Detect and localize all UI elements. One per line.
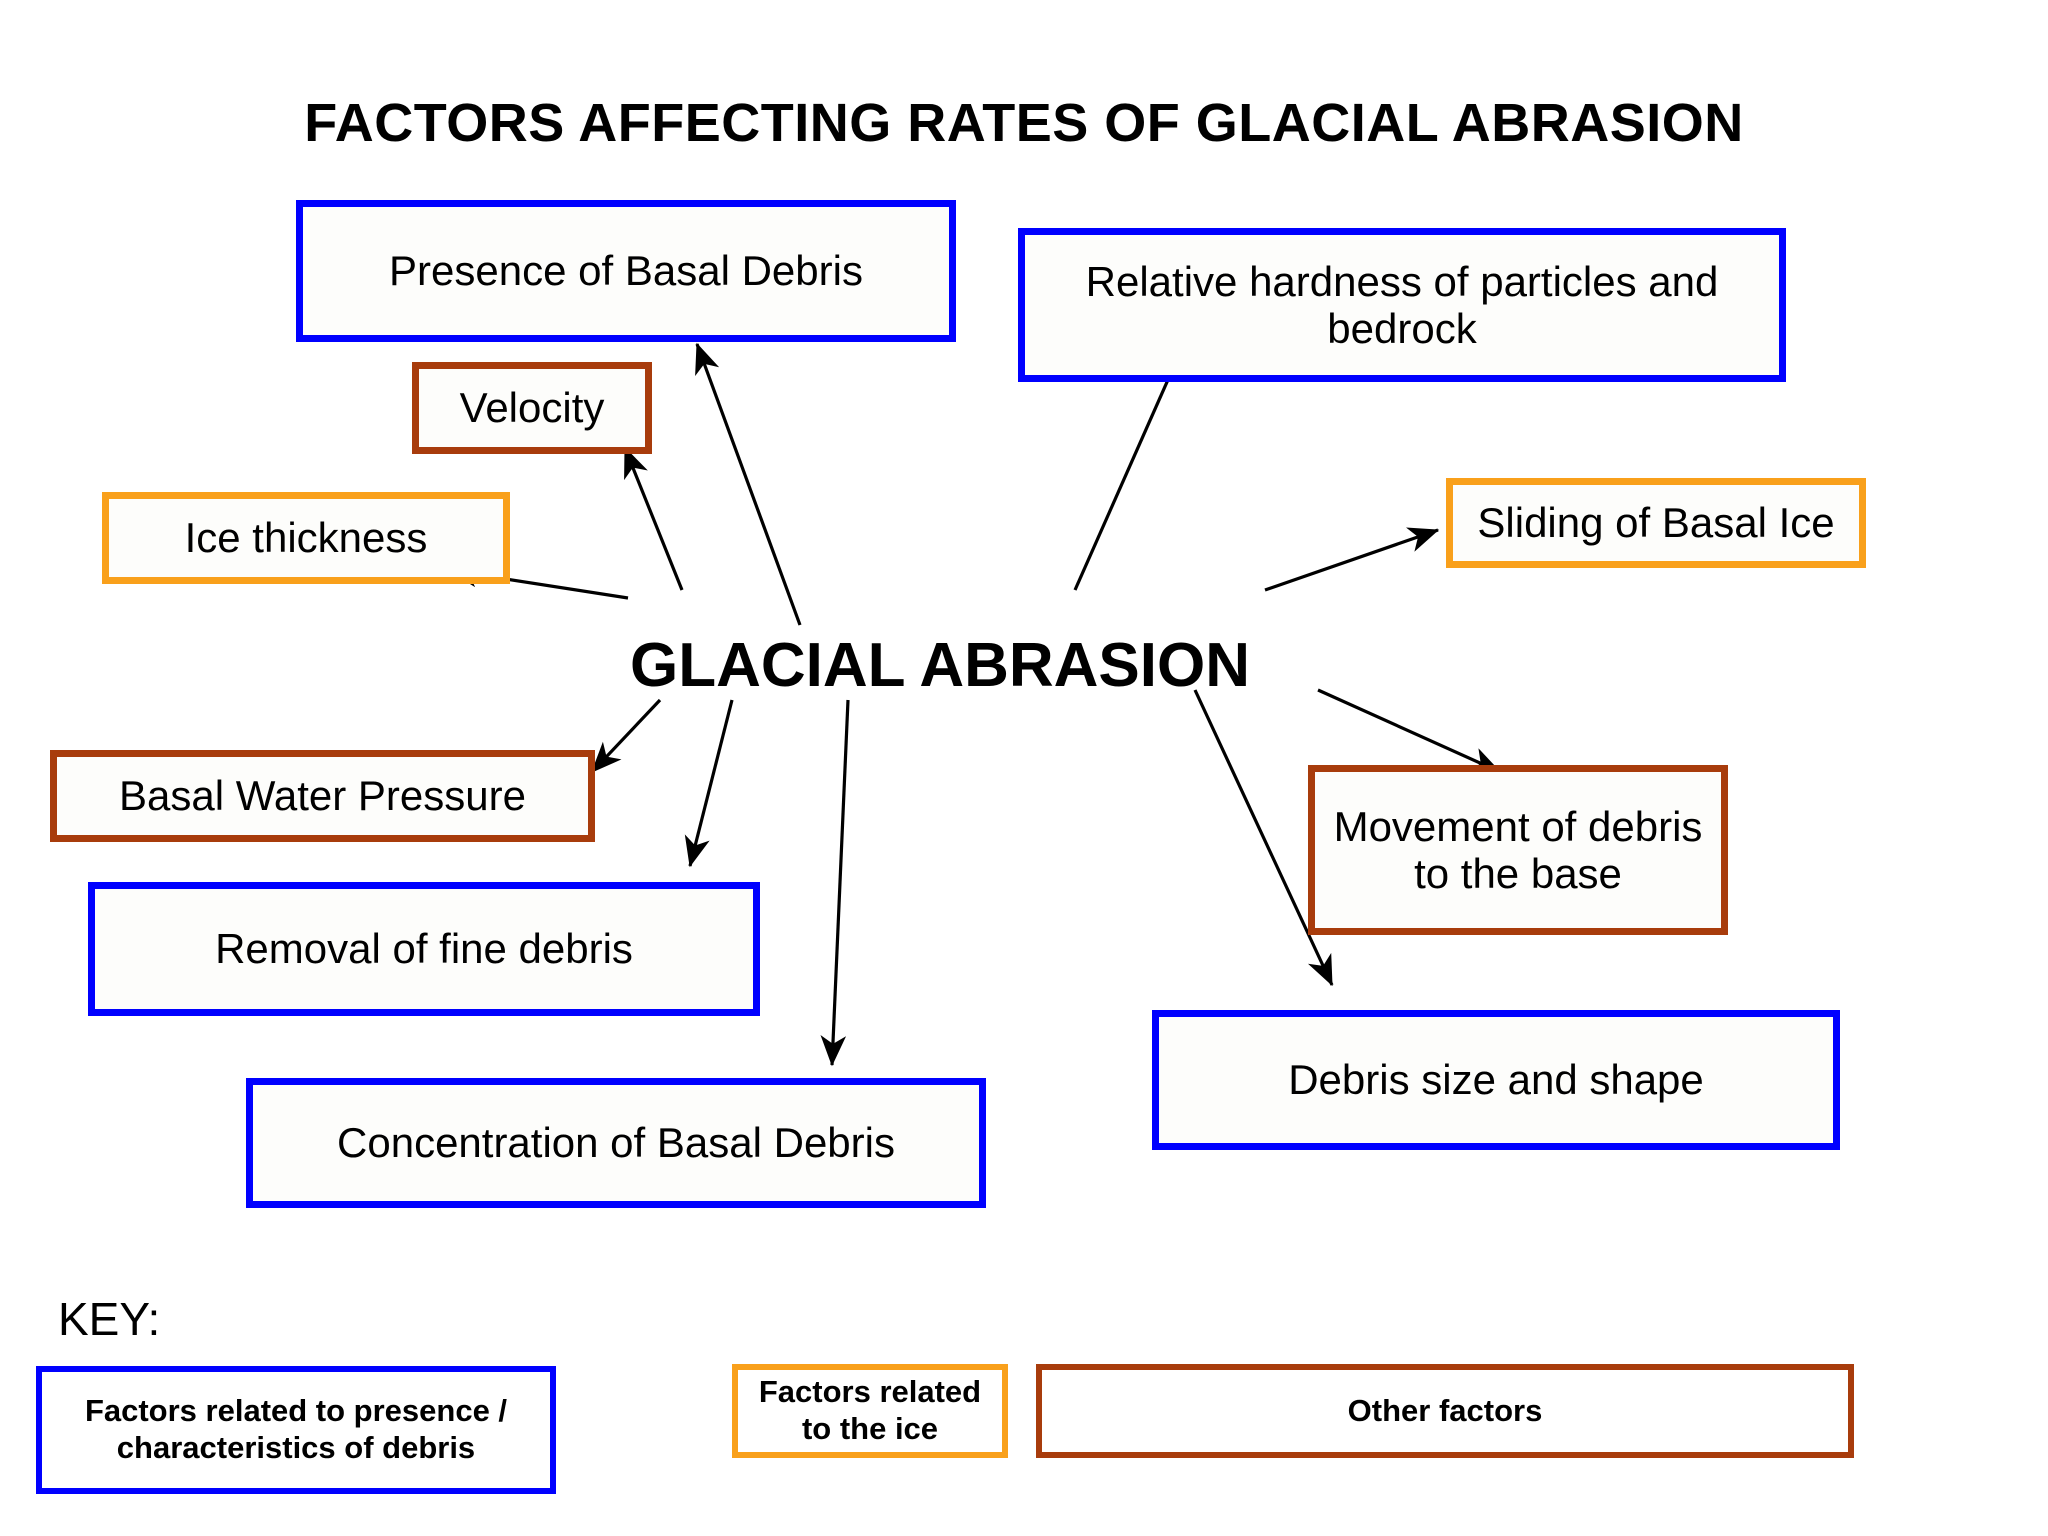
node-relative-hardness[interactable]: Relative hardness of particles and bedro…: [1018, 228, 1786, 382]
node-label: Basal Water Pressure: [119, 772, 526, 820]
key-item-label: Factors related to the ice: [758, 1374, 982, 1446]
node-presence-of-basal-debris[interactable]: Presence of Basal Debris: [296, 200, 956, 342]
key-other[interactable]: Other factors: [1036, 1364, 1854, 1458]
arrow-center-to-basal-water-pressure: [590, 698, 662, 774]
key-item-label: Factors related to presence / characteri…: [84, 1393, 508, 1465]
node-sliding-of-basal-ice[interactable]: Sliding of Basal Ice: [1446, 478, 1866, 568]
arrow-center-to-concentration-of-basal-debris: [820, 699, 850, 1067]
center-node-glacial-abrasion: GLACIAL ABRASION: [630, 631, 1250, 700]
arrow-center-to-removal-of-fine-debris: [684, 699, 734, 868]
arrow-center-to-presence-of-basal-debris: [695, 342, 802, 626]
page-title: FACTORS AFFECTING RATES OF GLACIAL ABRAS…: [304, 93, 1744, 153]
key-ice[interactable]: Factors related to the ice: [732, 1364, 1008, 1458]
node-velocity[interactable]: Velocity: [412, 362, 652, 454]
node-label: Presence of Basal Debris: [389, 247, 863, 295]
arrow-center-to-velocity: [623, 446, 684, 591]
node-label: Relative hardness of particles and bedro…: [1085, 257, 1719, 352]
node-concentration-of-basal-debris[interactable]: Concentration of Basal Debris: [246, 1078, 986, 1208]
node-label: Removal of fine debris: [215, 925, 633, 973]
key-heading: KEY:: [58, 1293, 161, 1345]
arrow-center-to-movement-of-debris: [1317, 688, 1502, 774]
node-label: Ice thickness: [184, 514, 428, 562]
node-label: Velocity: [459, 384, 605, 432]
node-label: Sliding of Basal Ice: [1477, 499, 1835, 547]
key-debris[interactable]: Factors related to presence / characteri…: [36, 1366, 556, 1494]
key-item-label: Other factors: [1347, 1392, 1543, 1428]
node-ice-thickness[interactable]: Ice thickness: [102, 492, 510, 584]
node-label: Concentration of Basal Debris: [337, 1119, 895, 1167]
arrow-center-to-sliding-of-basal-ice: [1264, 527, 1440, 592]
node-movement-of-debris-to-base[interactable]: Movement of debris to the base: [1308, 765, 1728, 935]
node-label: Movement of debris to the base: [1333, 802, 1703, 897]
node-label: Debris size and shape: [1288, 1056, 1704, 1104]
node-basal-water-pressure[interactable]: Basal Water Pressure: [50, 750, 595, 842]
node-debris-size-and-shape[interactable]: Debris size and shape: [1152, 1010, 1840, 1150]
node-removal-of-fine-debris[interactable]: Removal of fine debris: [88, 882, 760, 1016]
